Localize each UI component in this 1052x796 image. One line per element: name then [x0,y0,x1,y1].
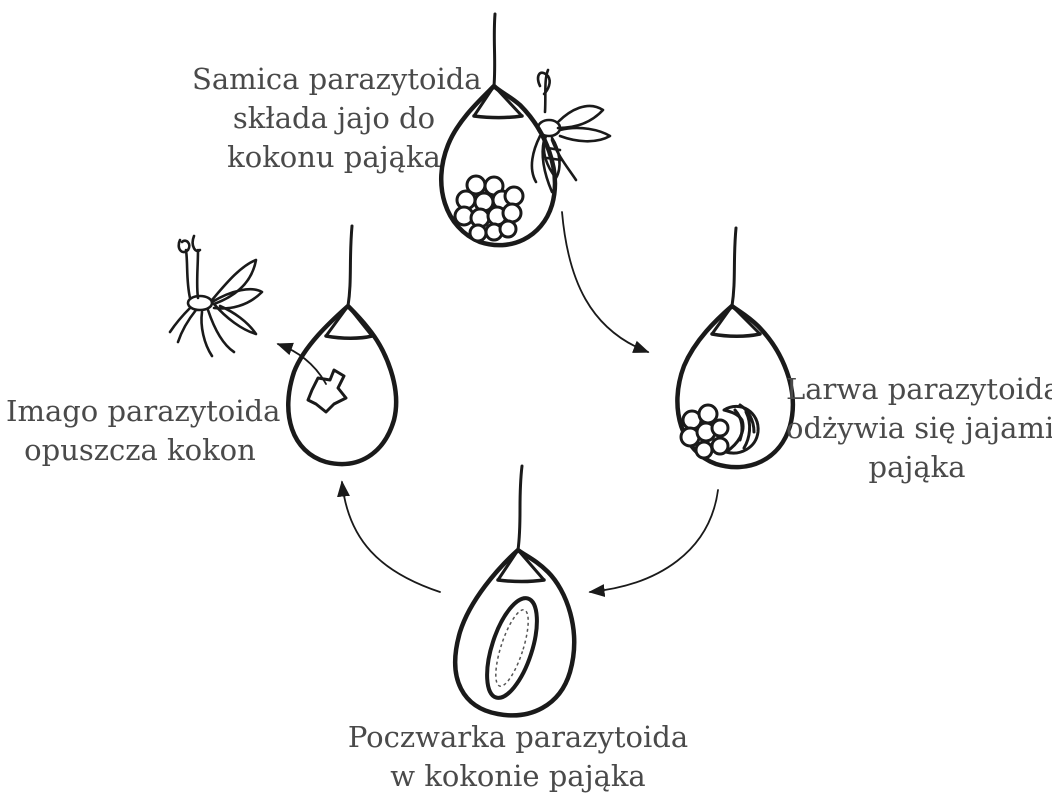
stage-label-pupa-line-2: w kokonie pająka [346,757,690,796]
stage-label-adult: Imago parazytoida opuszcza kokon [6,392,274,470]
wasp-icon [532,70,610,192]
stage-label-pupa-line-1: Poczwarka parazytoida [346,718,690,757]
stage-label-egg-line-2: składa jajo do [192,99,476,138]
cocoon-left-icon [288,226,396,464]
exit-hole-icon [308,370,346,412]
stage-label-larva-line-1: Larwa parazytoida [786,370,1048,409]
stage-label-larva-line-3: pająka [786,448,1048,487]
stage-label-adult-line-2: opuszcza kokon [6,431,274,470]
stage-label-pupa: Poczwarka parazytoida w kokonie pająka [346,718,690,796]
stage-label-egg-line-1: Samica parazytoida [192,60,476,99]
cycle-arrow-icon [590,490,718,592]
wasp-icon [170,236,262,356]
stage-label-adult-line-1: Imago parazytoida [6,392,274,431]
egg-cluster-icon [681,405,728,458]
stage-label-egg: Samica parazytoida składa jajo do kokonu… [192,60,476,177]
cycle-arrow-icon [342,482,440,592]
stage-label-egg-line-3: kokonu pająka [192,138,476,177]
stage-label-larva-line-2: odżywia się jajami [786,409,1048,448]
cycle-arrow-icon [562,212,648,352]
stage-label-larva: Larwa parazytoida odżywia się jajami paj… [786,370,1048,487]
pupa-icon [477,592,547,703]
